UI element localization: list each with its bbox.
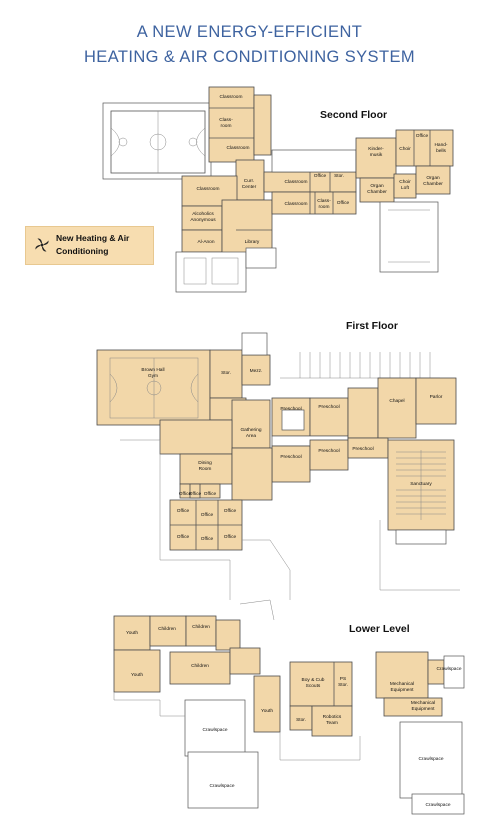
room-stor: Stor.: [334, 173, 344, 179]
room-office: Office: [204, 491, 217, 497]
room-youth: Youth: [261, 708, 273, 714]
room-office: Office: [189, 491, 202, 497]
room-office: Office: [224, 508, 237, 514]
room-ps-stor: PS: [340, 676, 346, 682]
room-office: Office: [224, 534, 237, 540]
room-classroom: Classroom: [197, 186, 220, 192]
room-children: Children: [158, 626, 176, 632]
room-alcoholics-anonymous: Anonymous: [190, 217, 216, 223]
room-classroom: Class-: [219, 117, 233, 123]
room-classroom: Class-: [317, 198, 331, 204]
room-stor: Stor.: [221, 370, 231, 376]
room-children: Children: [192, 624, 210, 630]
legend-label-line-1: New Heating & Air: [56, 233, 130, 243]
room-mechanical-equipment: Mechanical: [390, 681, 414, 687]
room-classroom: Classroom: [220, 94, 243, 100]
room-classroom: Classroom: [227, 145, 250, 151]
room-handbells: bells: [436, 148, 446, 154]
room-classroom: room: [319, 204, 330, 210]
room-mechanical-equipment: Equipment: [391, 687, 415, 693]
room-chapel: Chapel: [389, 398, 404, 404]
room-organ-chamber: Organ: [370, 183, 384, 189]
room-organ-chamber: Chamber: [423, 181, 443, 187]
room-dining-room: Dining: [198, 460, 212, 466]
room-robotics-team: Team: [326, 720, 338, 726]
room-alcoholics-anonymous: Alcoholics: [192, 211, 214, 217]
room-boy-cub-scouts: Boy & Cub: [302, 677, 325, 683]
room-choir-loft: Loft: [401, 185, 410, 191]
room-crawlspace: Crawlspace: [436, 666, 461, 672]
legend: New Heating & Air Conditioning: [25, 226, 154, 265]
room-brown-hall-gym: Gym: [148, 373, 158, 379]
room-office: Office: [337, 200, 350, 206]
lower-level-label: Lower Level: [349, 623, 410, 635]
room-choir: Choir: [399, 146, 411, 152]
room-curr-center: Center: [242, 184, 257, 190]
room-office: Office: [314, 173, 327, 179]
first-floor-plan: [96, 332, 460, 600]
room-kindermusik: Kinder-: [368, 146, 384, 152]
lower-level-plan: [113, 599, 465, 815]
room-kindermusik: musik: [370, 152, 383, 158]
room-children: Children: [191, 663, 209, 669]
room-classroom: Classroom: [285, 179, 308, 185]
room-office: Office: [177, 508, 190, 514]
room-handbells: Hand-: [434, 142, 447, 148]
room-boy-cub-scouts: Scouts: [306, 683, 321, 689]
room-gathering-area: Area: [246, 433, 256, 439]
room-preschool: Preschool: [352, 446, 373, 452]
room-preschool: Preschool: [318, 448, 339, 454]
room-office: Office: [416, 133, 429, 139]
room-office: Office: [179, 491, 192, 497]
room-brown-hall-gym: Brown Hall: [141, 367, 164, 373]
room-preschool: Preschool: [280, 406, 301, 412]
room-classroom: Classroom: [285, 201, 308, 207]
title-line-1: A NEW ENERGY-EFFICIENT: [136, 23, 363, 41]
room-crawlspace: Crawlspace: [425, 802, 450, 808]
room-curr-center: Curr.: [244, 178, 254, 184]
room-youth: Youth: [131, 672, 143, 678]
room-office: Office: [201, 512, 214, 518]
room-parlor: Parlor: [430, 394, 443, 400]
room-organ-chamber: Chamber: [367, 189, 387, 195]
room-al-anon: Al-Anon: [197, 239, 214, 245]
first-floor-label: First Floor: [346, 320, 398, 332]
title-line-2: HEATING & AIR CONDITIONING SYSTEM: [83, 48, 415, 66]
room-mechanical-equipment: Equipment: [412, 706, 436, 712]
second-floor-labels: Classroom Class- room Classroom Classroo…: [190, 94, 448, 245]
room-youth: Youth: [126, 630, 138, 636]
room-stor: Stor.: [296, 717, 306, 723]
hvac-fan-icon: [35, 238, 49, 252]
room-dining-room: Room: [199, 466, 212, 472]
first-floor-labels: Brown Hall Gym Stor. Mezz. Preschool Pre…: [141, 367, 442, 542]
room-ps-stor: Stor.: [338, 682, 348, 688]
room-preschool: Preschool: [280, 454, 301, 460]
room-mezz: Mezz.: [250, 368, 263, 374]
room-office: Office: [177, 534, 190, 540]
room-classroom: room: [221, 123, 232, 129]
room-organ-chamber: Organ: [426, 175, 440, 181]
second-floor-label: Second Floor: [320, 109, 388, 121]
room-preschool: Preschool: [318, 404, 339, 410]
room-sanctuary: Sanctuary: [410, 481, 432, 487]
legend-label-line-2: Conditioning: [56, 246, 109, 256]
second-floor-plan: [102, 86, 454, 293]
room-mechanical-equipment: Mechanical: [411, 700, 435, 706]
room-gathering-area: Gathering: [240, 427, 261, 433]
room-office: Office: [201, 536, 214, 542]
room-robotics-team: Robotics: [323, 714, 342, 720]
room-crawlspace: Crawlspace: [418, 756, 443, 762]
room-crawlspace: Crawlspace: [202, 727, 227, 733]
room-choir-loft: Choir: [399, 179, 411, 185]
lower-level-labels: Youth Children Children Youth Children C…: [126, 624, 462, 808]
room-library: Library: [245, 239, 260, 245]
room-crawlspace: Crawlspace: [209, 783, 234, 789]
